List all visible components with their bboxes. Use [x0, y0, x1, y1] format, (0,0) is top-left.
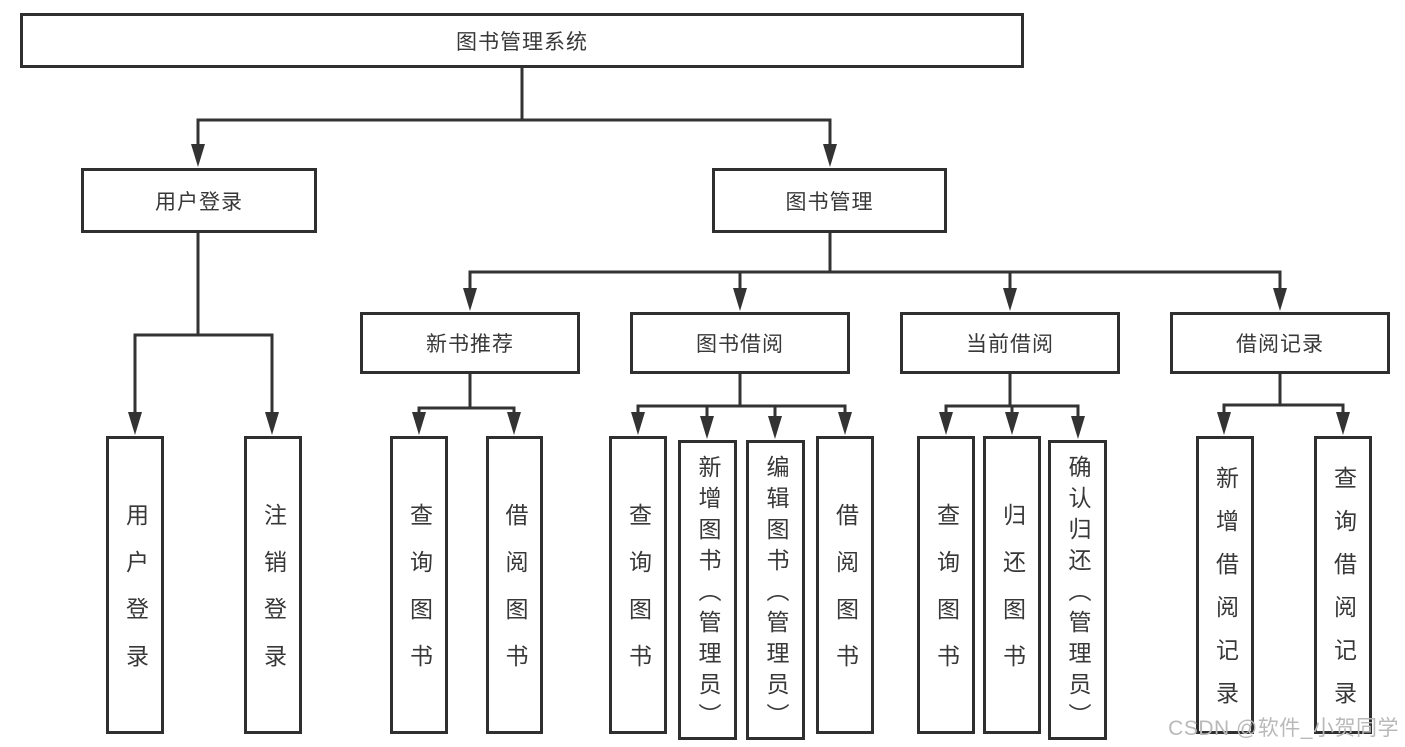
leaf-label: 查询图书: [406, 503, 433, 691]
node-label: 新书推荐: [426, 333, 514, 356]
leaf-query-books-current: 查询图书: [917, 436, 975, 734]
node-label: 图书借阅: [696, 333, 784, 356]
leaf-label: 借阅图书: [832, 503, 859, 691]
leaf-label: 用户登录: [122, 503, 149, 691]
node-label: 当前借阅: [966, 333, 1054, 356]
leaf-label: 新增借阅记录: [1212, 466, 1239, 724]
leaf-logout: 注销登录: [244, 436, 302, 734]
node-book-management: 图书管理: [712, 168, 947, 233]
leaf-query-borrow-record: 查询借阅记录: [1314, 436, 1372, 734]
node-label: 用户登录: [155, 190, 243, 214]
leaf-edit-book-admin: 编辑图书（管理员）: [746, 440, 805, 740]
leaf-confirm-return-admin: 确认归还（管理员）: [1048, 440, 1107, 740]
node-label: 图书管理系统: [456, 30, 588, 54]
leaf-borrow-books-recommend: 借阅图书: [486, 436, 543, 734]
leaf-label: 新增图书（管理员）: [695, 454, 721, 734]
leaf-label: 注销登录: [260, 503, 287, 691]
leaf-label: 归还图书: [999, 503, 1026, 691]
node-book-borrowing: 图书借阅: [630, 312, 850, 374]
leaf-label: 确认归还（管理员）: [1065, 454, 1091, 734]
node-current-borrowing: 当前借阅: [900, 312, 1120, 374]
leaf-query-books-recommend: 查询图书: [390, 436, 448, 734]
node-borrowing-records: 借阅记录: [1170, 312, 1390, 374]
leaf-label: 查询图书: [933, 503, 960, 691]
node-label: 图书管理: [785, 190, 874, 214]
leaf-user-login: 用户登录: [106, 436, 164, 734]
arrowheads: [128, 144, 1350, 439]
node-user-login: 用户登录: [81, 168, 317, 233]
node-label: 借阅记录: [1236, 333, 1324, 356]
leaf-label: 编辑图书（管理员）: [763, 454, 789, 734]
leaf-label: 查询图书: [625, 503, 652, 691]
leaf-label: 借阅图书: [502, 503, 528, 691]
leaf-return-book: 归还图书: [983, 436, 1041, 734]
leaf-label: 查询借阅记录: [1330, 466, 1357, 724]
leaf-query-books-borrowing: 查询图书: [609, 436, 667, 734]
node-library-management-system: 图书管理系统: [20, 13, 1024, 68]
watermark: CSDN @软件_小贺同学: [1168, 717, 1399, 740]
leaf-add-book-admin: 新增图书（管理员）: [678, 440, 737, 740]
node-new-book-recommend: 新书推荐: [360, 312, 580, 374]
leaf-add-borrow-record: 新增借阅记录: [1196, 436, 1254, 734]
leaf-borrow-books-borrowing: 借阅图书: [816, 436, 874, 734]
